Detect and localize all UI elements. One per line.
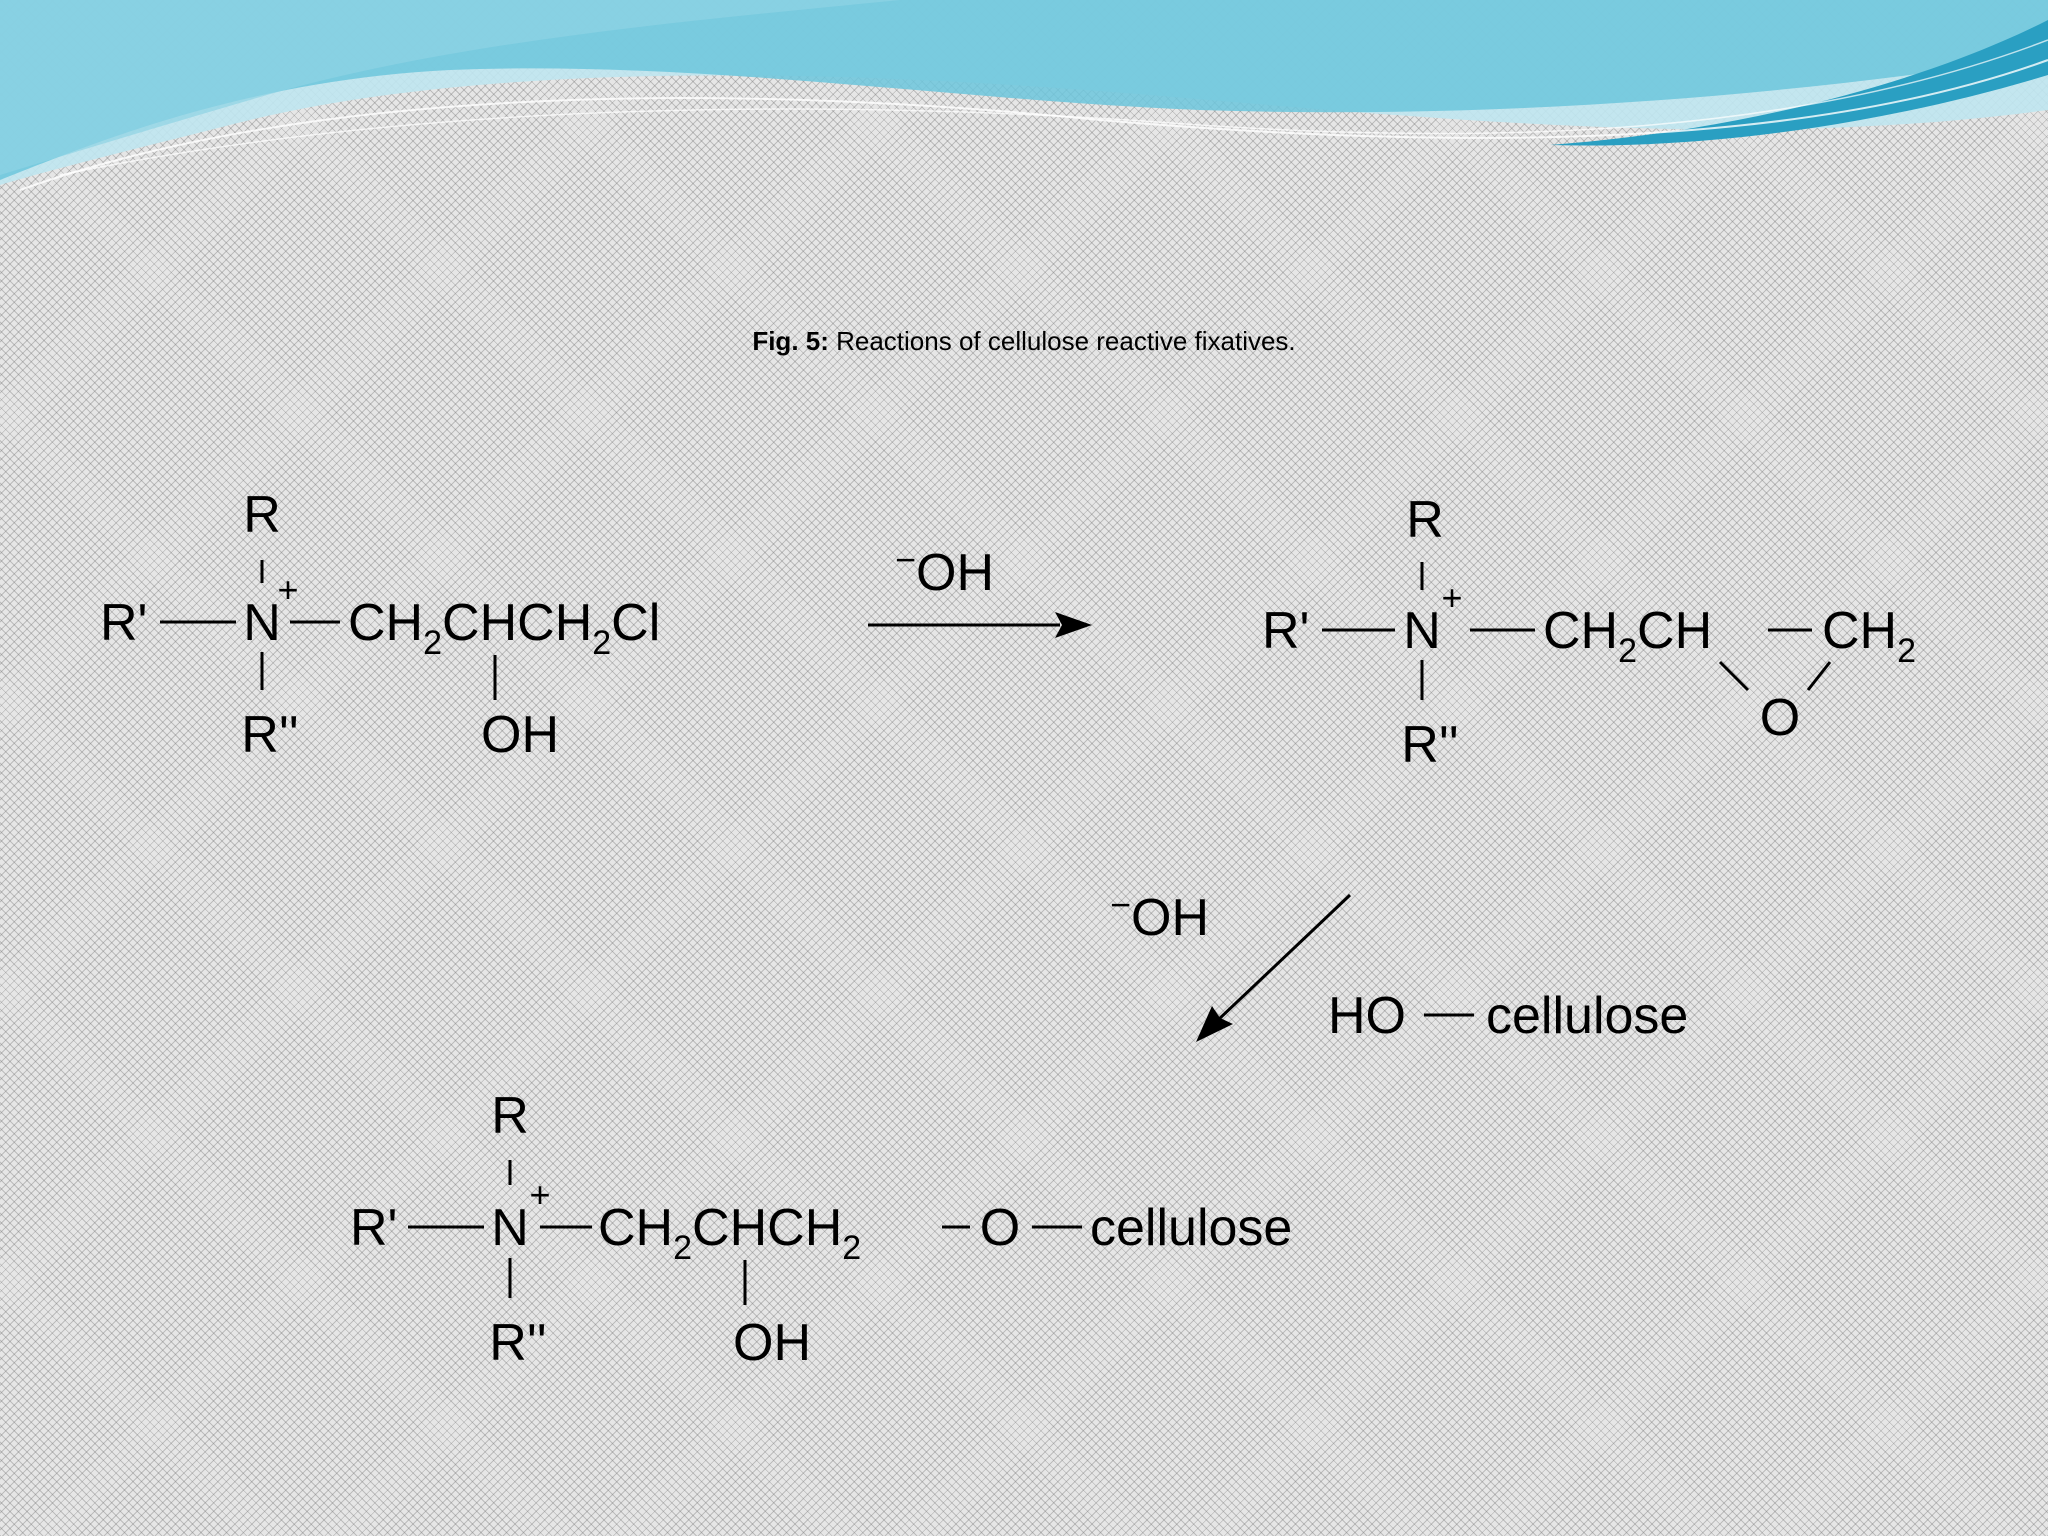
- product-substituent-r-double-prime: R'': [489, 1314, 546, 1372]
- step2-reagent-charge: −: [1110, 884, 1131, 925]
- reactant-hydroxyl: OH: [481, 706, 559, 764]
- step2-coreactant-cellulose: cellulose: [1486, 987, 1688, 1045]
- caption-label: Fig. 5:: [752, 326, 829, 356]
- reactant-substituent-r-prime: R': [100, 594, 147, 652]
- product-ether-oxygen: O: [980, 1199, 1020, 1257]
- epoxide-substituent-r-double-prime: R'': [1401, 716, 1458, 774]
- wave-band-top: [0, 0, 900, 175]
- step2-arrowhead: [1196, 1006, 1233, 1042]
- product-cellulose: cellulose: [1090, 1199, 1292, 1257]
- epoxide-charge: +: [1441, 577, 1462, 618]
- figure-caption: Fig. 5: Reactions of cellulose reactive …: [752, 326, 1295, 356]
- epoxide-ring-bond-left: [1718, 660, 1750, 692]
- epoxide-ring-oxygen: O: [1760, 689, 1800, 747]
- product-hydroxyl: OH: [733, 1314, 811, 1372]
- epoxide-substituent-r-prime: R': [1262, 602, 1309, 660]
- step1-reagent: −OH: [895, 539, 994, 602]
- step1-arrowhead: [1055, 612, 1092, 638]
- epoxide-chain-ch-ring: CH: [1637, 602, 1712, 660]
- reactant-chain-sub-2: 2: [592, 624, 611, 662]
- product-nitrogen: N: [491, 1199, 529, 1257]
- product-structure: R R' N + R'' CH2CHCH2 O cellulose OH: [350, 1087, 1292, 1372]
- wave-line-1: [19, 59, 2048, 191]
- epoxide-nitrogen: N: [1403, 602, 1441, 660]
- epoxide-ring-ch: CH: [1822, 602, 1897, 660]
- epoxide-substituent-r: R: [1406, 491, 1444, 549]
- wave-band-dark: [1550, 20, 2048, 146]
- epoxide-chain-sub: 2: [1618, 632, 1637, 670]
- product-substituent-r: R: [491, 1087, 529, 1145]
- step2-coreactant-ho: HO: [1328, 987, 1406, 1045]
- header-wave-decoration: [0, 0, 2048, 191]
- product-chain-sub-1: 2: [673, 1229, 692, 1267]
- caption-text: Reactions of cellulose reactive fixative…: [829, 326, 1296, 356]
- step2-reagent-oh: OH: [1131, 889, 1209, 947]
- reactant-chain-ch: CH: [348, 594, 423, 652]
- step2-arrow: [1216, 893, 1352, 1022]
- reactant-charge: +: [277, 569, 298, 610]
- reactant-nitrogen: N: [243, 594, 281, 652]
- reactant-chain-cl: Cl: [611, 594, 660, 652]
- epoxide-ring-sub: 2: [1897, 632, 1916, 670]
- reactant-structure: R R' N + R'' CH2CHCH2Cl OH: [100, 486, 660, 764]
- product-substituent-r-prime: R': [350, 1199, 397, 1257]
- product-chain-sub-2: 2: [842, 1229, 861, 1267]
- step2-reagent: −OH: [1110, 884, 1209, 947]
- product-charge: +: [529, 1174, 550, 1215]
- step2-arrow-group: −OH HO cellulose: [1110, 884, 1688, 1045]
- epoxide-chain: CH2CH: [1543, 602, 1712, 670]
- product-chain-ch: CH: [598, 1199, 673, 1257]
- product-chain: CH2CHCH2: [598, 1199, 861, 1267]
- epoxide-chain-ch: CH: [1543, 602, 1618, 660]
- reactant-chain-sub-1: 2: [423, 624, 442, 662]
- wave-band-mid: [0, 0, 2048, 180]
- reactant-chain: CH2CHCH2Cl: [348, 594, 660, 662]
- epoxide-structure: R R' N + R'' CH2CH CH2 O: [1262, 491, 1916, 774]
- step2-coreactant: HO: [1328, 987, 1406, 1045]
- step1-reagent-oh: OH: [916, 544, 994, 602]
- reactant-substituent-r-double-prime: R'': [241, 706, 298, 764]
- wave-line-2: [59, 39, 2048, 176]
- epoxide-ring-end: CH2: [1822, 602, 1916, 670]
- reactant-substituent-r: R: [243, 486, 281, 544]
- product-chain-chch: CHCH: [692, 1199, 842, 1257]
- step1-arrow-group: −OH: [868, 539, 1092, 638]
- epoxide-ring-bond-right: [1806, 661, 1832, 691]
- reactant-chain-chch: CHCH: [442, 594, 592, 652]
- step1-reagent-charge: −: [895, 539, 916, 580]
